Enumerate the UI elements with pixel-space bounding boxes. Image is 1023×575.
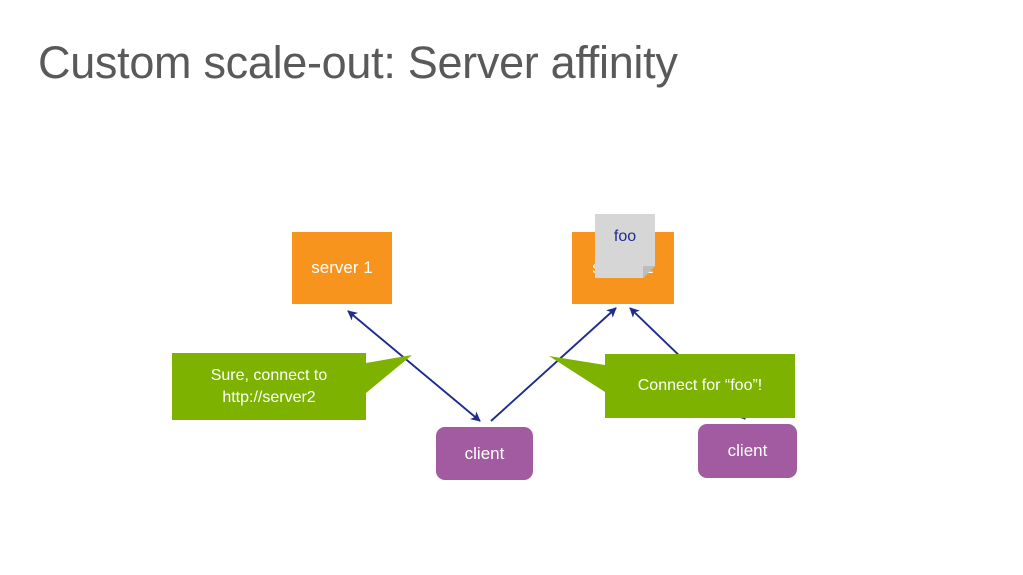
node-server-1-label: server 1 — [311, 258, 373, 277]
callout-connect-for-foo: Connect for “foo”! — [549, 354, 795, 418]
node-server-1[interactable]: server 1 — [292, 232, 392, 304]
document-foo-label: foo — [613, 228, 637, 245]
callout-right-text: Connect for “foo”! — [605, 354, 795, 418]
callout-left-text: Sure, connect to http://server2 — [172, 353, 366, 420]
node-client-left-label: client — [464, 443, 505, 463]
document-icon — [595, 214, 655, 278]
page-title: Custom scale-out: Server affinity — [38, 37, 678, 88]
callout-sure-connect: Sure, connect to http://server2 — [172, 353, 412, 420]
node-client-left[interactable]: client — [436, 427, 533, 480]
document-foo-icon: foo — [595, 214, 655, 278]
node-client-right[interactable]: client — [698, 424, 797, 478]
node-client-right-label: client — [727, 441, 768, 460]
callout-right-line1: Connect for “foo”! — [637, 377, 763, 395]
callout-left-line2: http://server2 — [222, 388, 316, 406]
callout-left-line1: Sure, connect to — [210, 366, 328, 384]
